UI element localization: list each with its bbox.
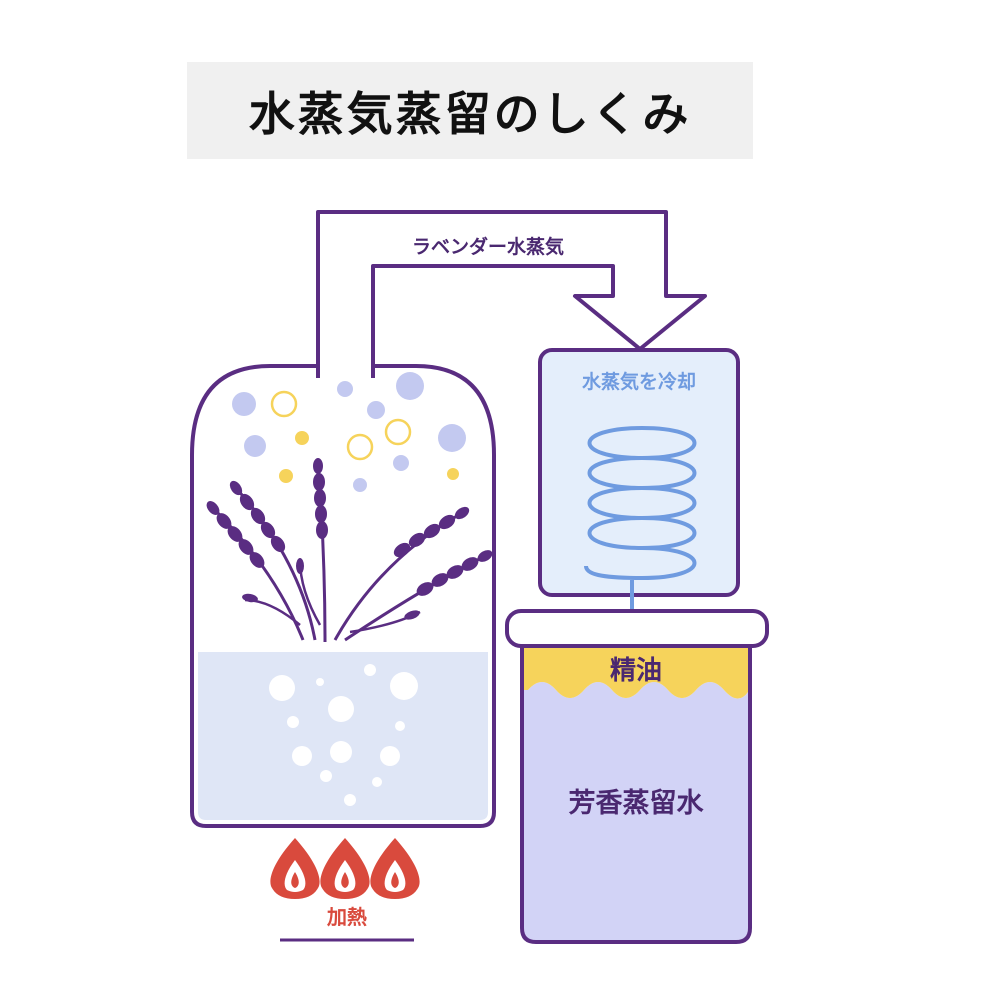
flames	[270, 838, 420, 899]
vapor-bubbles	[232, 372, 466, 492]
page-title: 水蒸気蒸留のしくみ	[248, 86, 692, 141]
aromatic-water-label: 芳香蒸留水	[569, 788, 705, 819]
collecting-vessel	[520, 646, 752, 944]
distillate-water	[524, 682, 748, 940]
lavender-bouquet	[206, 458, 493, 643]
water-bubbles	[269, 664, 418, 806]
title-box: 水蒸気蒸留のしくみ	[187, 62, 753, 159]
flask-water	[198, 652, 488, 820]
essential-oil-layer	[524, 646, 748, 699]
cooling-label: 水蒸気を冷却	[582, 370, 696, 393]
essential-oil-label: 精油	[610, 656, 662, 686]
flame-icon	[320, 838, 370, 899]
vessel-rim	[505, 609, 769, 648]
flame-icon	[370, 838, 420, 899]
flame-icon	[270, 838, 320, 899]
vapor-label: ラベンダー水蒸気	[412, 235, 564, 258]
boiling-flask	[190, 364, 496, 828]
heating-label: 加熱	[326, 905, 367, 929]
